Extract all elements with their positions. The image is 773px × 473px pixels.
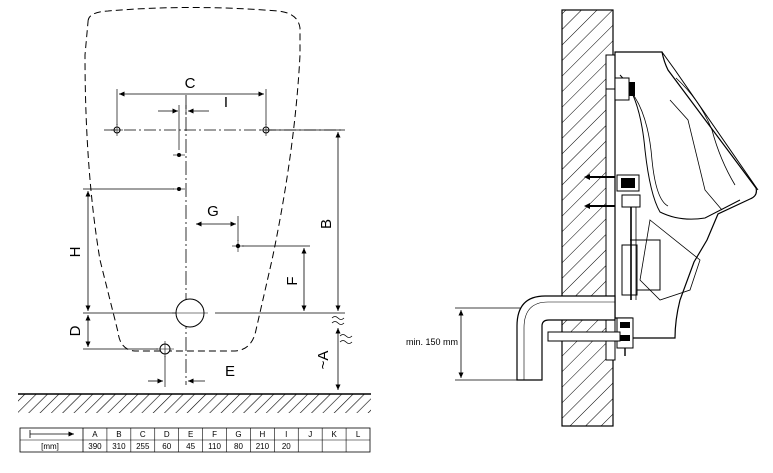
center-marker-1 [173, 153, 185, 157]
table-header-cell: L [356, 430, 361, 439]
table-value-cell: 310 [112, 442, 126, 451]
dim-label-h: H [67, 247, 84, 258]
table-value-cell: 390 [88, 442, 102, 451]
table-header-cell: A [92, 430, 98, 439]
front-view: C I G B F H D E [18, 7, 371, 413]
table-header-cell: J [308, 430, 312, 439]
table-value-cell: 20 [282, 442, 291, 451]
table-header-cell: H [259, 430, 265, 439]
mounting-hole-left [111, 124, 123, 136]
center-marker-2 [173, 187, 185, 191]
table-value-cell: 45 [186, 442, 195, 451]
dim-label-g: G [207, 203, 219, 220]
dimension-table: [mm] A 390 B 310 C 255 D 60 E 45 F 110 G 80 H 210 I 20 J K L [19, 427, 371, 453]
urinal-outline [84, 7, 301, 352]
table-header-cell: C [140, 430, 146, 439]
table-value-cell: 110 [208, 442, 221, 451]
middle-valve [616, 174, 641, 300]
urinal-body-side [614, 51, 757, 339]
table-header-cell: I [285, 430, 287, 439]
supply-pipe [547, 331, 621, 342]
min-height-label: min. 150 mm [406, 337, 458, 347]
dim-label-d: D [67, 325, 84, 336]
table-value-cell: 255 [136, 442, 150, 451]
screw-lower [584, 203, 615, 209]
table-header-cell: B [116, 430, 121, 439]
dim-label-i: I [224, 94, 228, 111]
top-fitting [606, 77, 635, 101]
lower-marker [156, 341, 174, 357]
floor-hatch [18, 394, 371, 413]
dim-label-a: ~A [315, 351, 332, 370]
table-header-cell: D [164, 430, 170, 439]
side-view: min. 150 mm [406, 9, 759, 427]
wall-hatch [561, 9, 614, 427]
table-header-cell: K [331, 430, 337, 439]
table-value-cell: 80 [234, 442, 243, 451]
water-inlet-marker [232, 240, 244, 252]
table-header-cell: G [235, 430, 241, 439]
dim-label-b: B [318, 219, 335, 229]
table-header-cell: F [212, 430, 217, 439]
table-unit-label: [mm] [41, 442, 59, 451]
dim-label-f: F [284, 276, 301, 285]
table-value-cell: 210 [256, 442, 270, 451]
table-columns: A 390 B 310 C 255 D 60 E 45 F 110 G 80 H 210 I 20 J K L [88, 428, 361, 452]
screw-upper [584, 174, 615, 180]
dim-label-c: C [185, 75, 196, 92]
waste-elbow-pipe [516, 295, 616, 381]
table-value-cell: 60 [162, 442, 171, 451]
table-header-cell: E [188, 430, 193, 439]
dim-label-e: E [225, 363, 235, 380]
